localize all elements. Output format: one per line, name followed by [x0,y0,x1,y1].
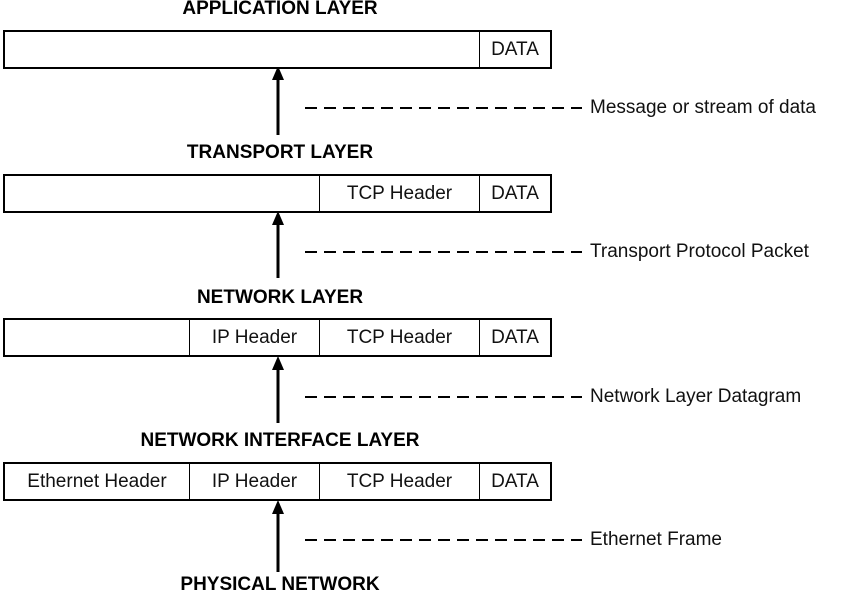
ip-header-cell: IP Header [189,320,319,355]
application-layer-frame: DATA [3,30,552,69]
layer-title-network-interface: NETWORK INTERFACE LAYER [140,430,420,451]
ip-header-cell: IP Header [189,464,319,499]
annotation-network-datagram: Network Layer Datagram [590,386,802,407]
data-cell: DATA [479,32,550,67]
data-cell: DATA [479,464,550,499]
arrow-to-transport-layer [272,211,284,278]
layer-title-network: NETWORK LAYER [196,287,364,308]
tcp-header-cell: TCP Header [319,320,479,355]
layer-title-transport: TRANSPORT LAYER [186,142,374,163]
layer-title-physical-network: PHYSICAL NETWORK [180,574,380,595]
network-layer-frame: IP Header TCP Header DATA [3,318,552,357]
data-cell: DATA [479,176,550,211]
network-interface-layer-frame: Ethernet Header IP Header TCP Header DAT… [3,462,552,501]
arrow-to-network-interface-layer [272,500,284,572]
annotation-ethernet-frame: Ethernet Frame [590,529,722,550]
layer-title-application: APPLICATION LAYER [182,0,378,19]
tcp-header-cell: TCP Header [319,464,479,499]
ethernet-header-cell: Ethernet Header [27,470,167,492]
tcp-header-cell: TCP Header [319,176,479,211]
arrow-to-network-layer [272,356,284,423]
transport-layer-frame: TCP Header DATA [3,174,552,213]
annotation-transport-packet: Transport Protocol Packet [590,241,809,262]
annotation-message-stream: Message or stream of data [590,97,816,118]
arrow-to-application-layer [272,66,284,135]
data-cell: DATA [479,320,550,355]
